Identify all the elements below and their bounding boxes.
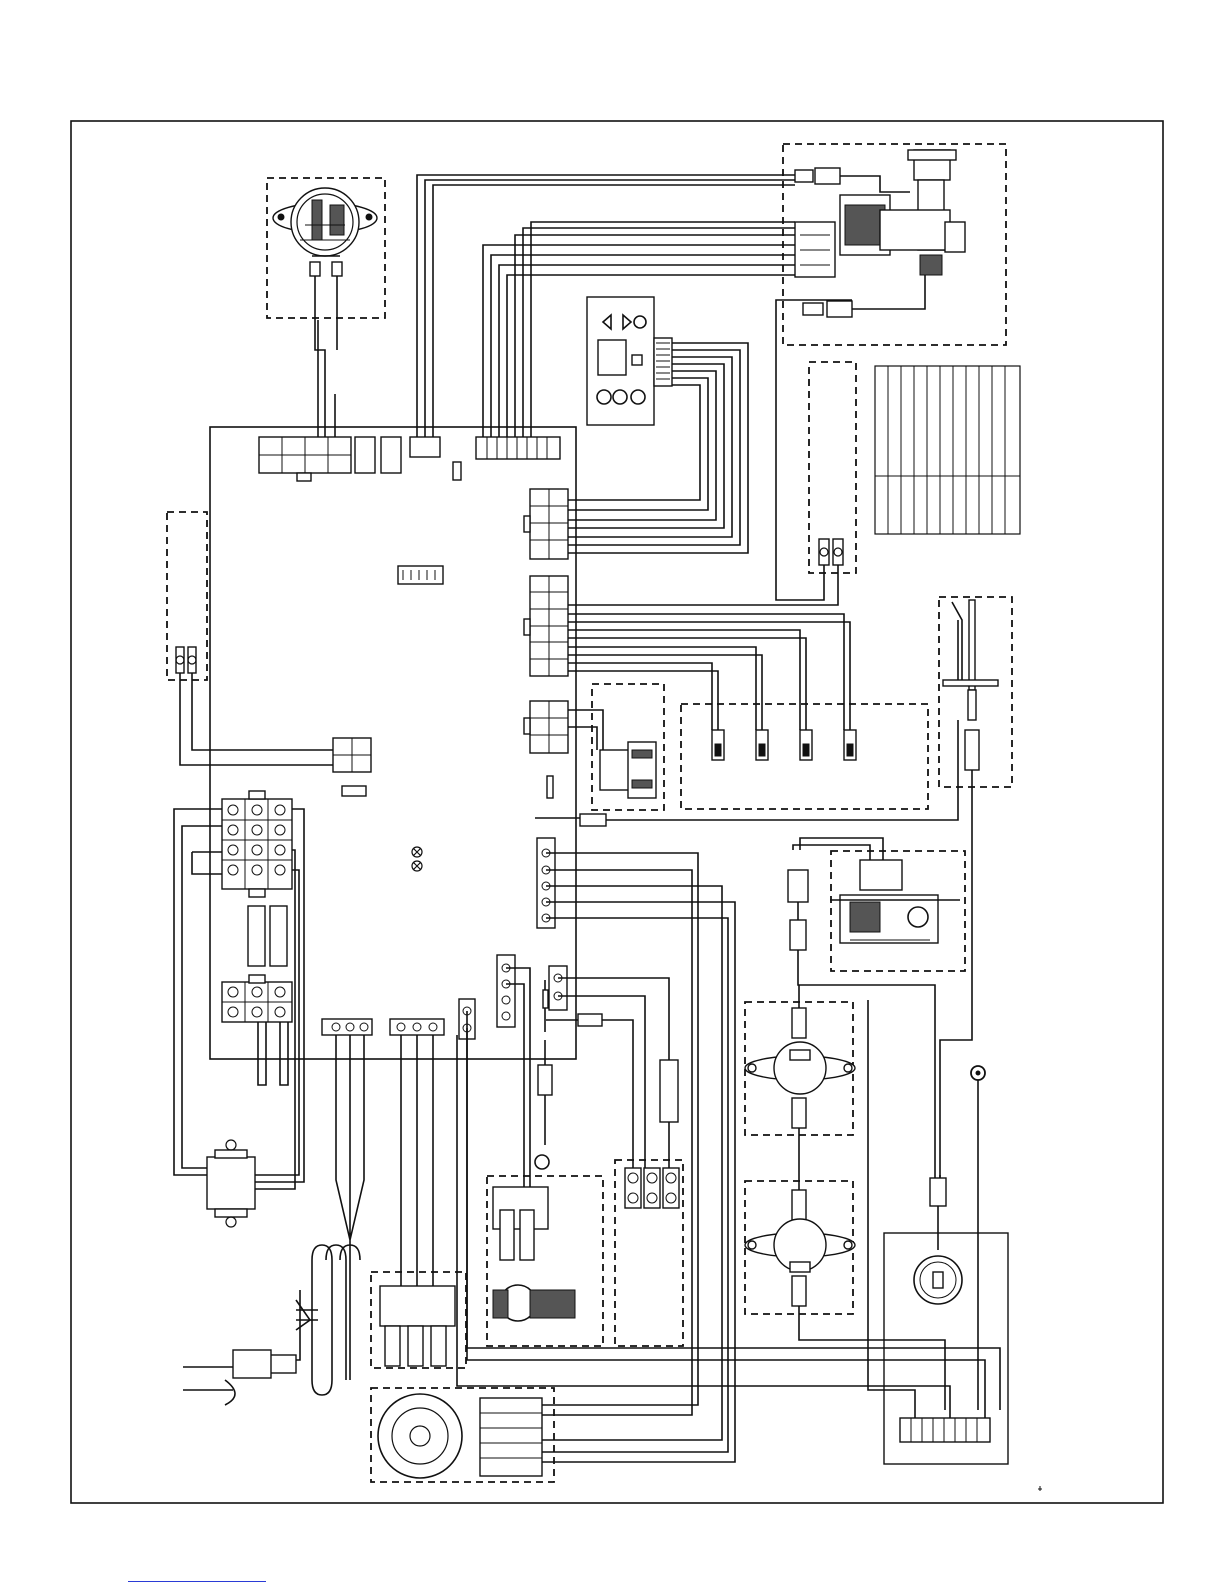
control-panel-display (587, 297, 672, 425)
transformer (207, 1140, 255, 1227)
blower-motor (371, 1272, 554, 1482)
terminal-strip-3 (615, 1060, 683, 1346)
igniter-rod (939, 597, 1012, 790)
control-board (210, 427, 576, 1059)
footer-link-underline[interactable] (128, 1581, 266, 1582)
power-cord (183, 1035, 364, 1405)
hi-limit-thermostat-upper (745, 1002, 855, 1135)
junction-box-with-plug (884, 1178, 1008, 1464)
ground-ring-lug (971, 1066, 985, 1106)
hi-limit-thermostat-lower (745, 1181, 855, 1314)
terminal-block-left (167, 512, 207, 680)
page-mark (1038, 1486, 1042, 1491)
pressure-switch (267, 178, 385, 318)
gas-valve (783, 144, 1006, 345)
terminal-block-right (809, 362, 856, 573)
flame-sensor-bracket (830, 851, 965, 971)
pump (487, 1176, 603, 1346)
fuse-icon (412, 847, 422, 871)
wiring-table-grid (875, 366, 1020, 534)
